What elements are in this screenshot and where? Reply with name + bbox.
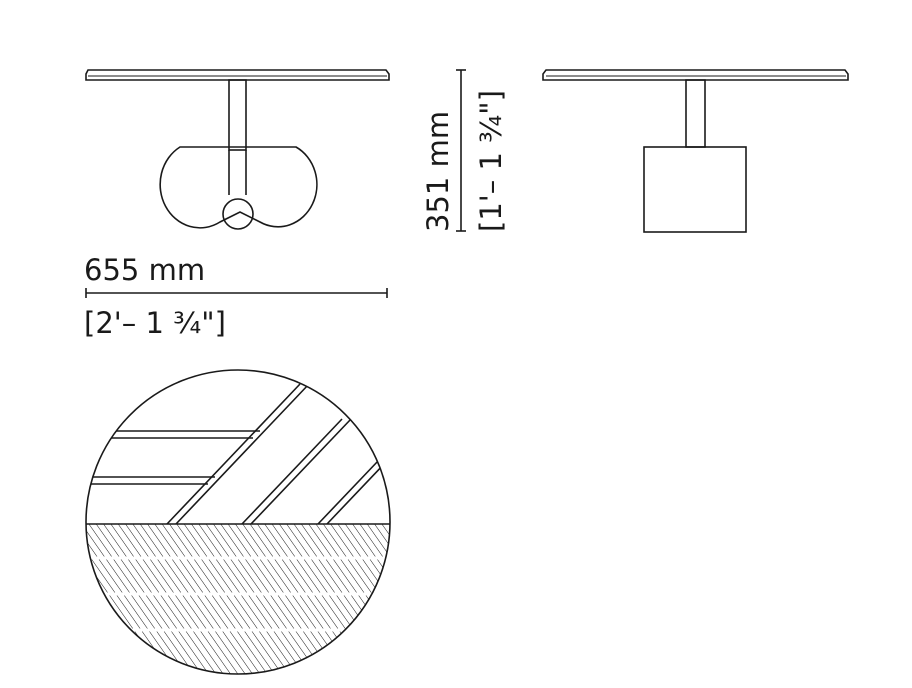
plank-diagonal-2b — [250, 418, 352, 525]
width-dimension: 655 mm [2'– 1 ¾"] — [84, 253, 388, 340]
detail-contents — [86, 383, 390, 674]
side-base-block — [643, 146, 747, 233]
plank-diagonal-1a — [166, 383, 301, 525]
plank-diagonal-3b — [326, 462, 386, 525]
width-metric-label: 655 mm — [84, 253, 205, 287]
side-stem — [685, 79, 706, 148]
front-view — [85, 69, 390, 230]
front-tabletop — [85, 69, 390, 81]
height-metric-label: 351 mm — [421, 111, 455, 232]
front-base-ball — [222, 198, 254, 230]
plank-diagonal-1b — [175, 383, 310, 525]
plank-diagonal-2a — [241, 418, 343, 525]
width-imperial-label: [2'– 1 ¾"] — [84, 306, 226, 340]
detail-circle-outline — [85, 369, 391, 675]
front-base-loop — [159, 146, 318, 229]
plank-diagonal-3a — [317, 460, 379, 525]
height-imperial-label: [1'– 1 ¾"] — [474, 90, 508, 232]
height-dimension: 351 mm [1'– 1 ¾"] — [421, 69, 508, 232]
front-stem — [228, 79, 247, 151]
side-view — [542, 69, 849, 233]
top-view-detail — [85, 369, 391, 675]
hatched-wood-area — [86, 524, 390, 674]
side-tabletop — [542, 69, 849, 81]
